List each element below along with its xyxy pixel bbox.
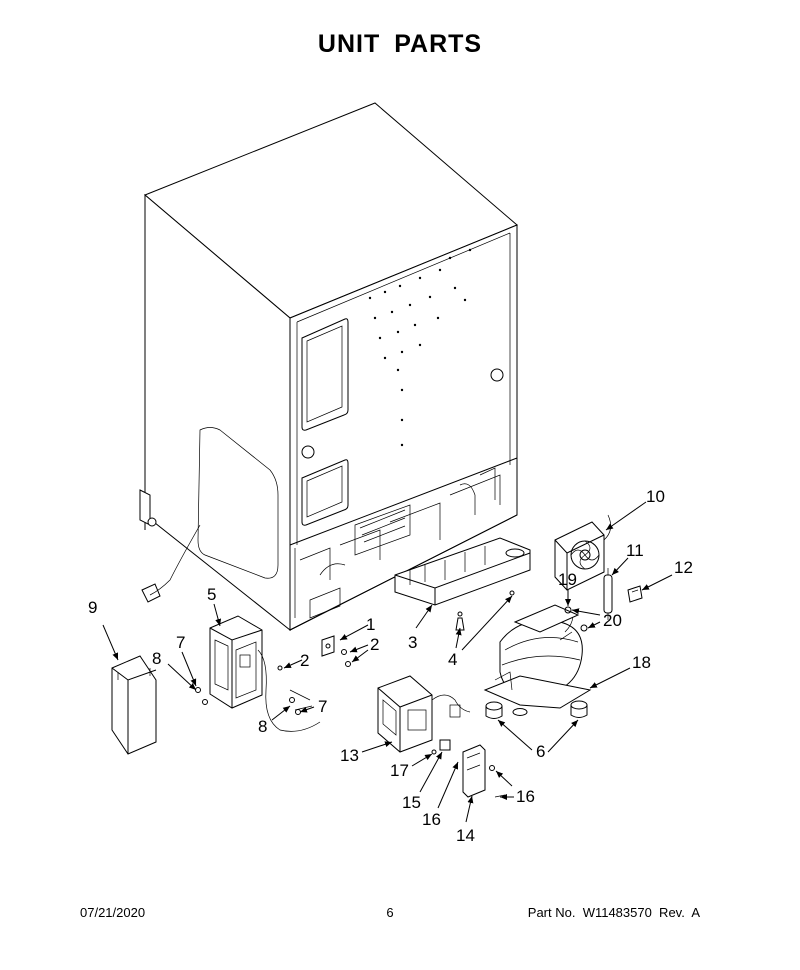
callout-17: 17 bbox=[390, 761, 409, 780]
callout-2-upper: 2 bbox=[300, 651, 309, 670]
callout-3: 3 bbox=[408, 633, 417, 652]
compressor-grommets bbox=[485, 700, 588, 719]
bracket-and-screws bbox=[277, 635, 351, 671]
filter-drier bbox=[603, 568, 613, 620]
callout-10: 10 bbox=[646, 487, 665, 506]
callout-6: 6 bbox=[536, 742, 545, 761]
callout-5: 5 bbox=[207, 585, 216, 604]
control-cover bbox=[111, 655, 157, 755]
start-relay-assembly bbox=[431, 739, 506, 798]
callout-9: 9 bbox=[88, 598, 97, 617]
leader-lines bbox=[102, 501, 673, 823]
compressor-shield bbox=[513, 604, 588, 633]
drain-pan bbox=[394, 537, 531, 606]
footer-part-number: Part No. W11483570 Rev. A bbox=[527, 905, 700, 920]
callout-2-lower: 2 bbox=[370, 635, 379, 654]
callout-8-left: 8 bbox=[152, 649, 161, 668]
footer-page-number: 6 bbox=[386, 905, 394, 920]
electronic-control bbox=[377, 675, 471, 753]
callout-12: 12 bbox=[674, 558, 693, 577]
page-title: UNIT PARTS bbox=[317, 30, 483, 58]
callout-18: 18 bbox=[632, 653, 651, 672]
screws-7-8 bbox=[195, 687, 301, 715]
drain-spout bbox=[455, 590, 515, 631]
callout-8-lower: 8 bbox=[258, 717, 267, 736]
callout-16-lower: 16 bbox=[422, 810, 441, 829]
callout-labels: 1 2 2 3 4 5 6 7 7 8 8 9 10 11 12 13 14 1… bbox=[88, 487, 693, 845]
callout-7-right: 7 bbox=[318, 697, 327, 716]
callout-16-right: 16 bbox=[516, 787, 535, 806]
callout-11: 11 bbox=[626, 541, 644, 560]
footer-date: 07/21/2020 bbox=[80, 905, 146, 920]
control-box bbox=[209, 615, 321, 732]
cabinet bbox=[139, 102, 518, 632]
callout-13: 13 bbox=[340, 746, 359, 765]
drier-clip bbox=[627, 585, 643, 603]
callout-1: 1 bbox=[366, 615, 375, 634]
compressor bbox=[483, 611, 592, 719]
callout-7-left: 7 bbox=[176, 633, 185, 652]
condenser-fan bbox=[554, 514, 612, 591]
callout-19: 19 bbox=[558, 570, 577, 589]
callout-20: 20 bbox=[603, 611, 622, 630]
callout-15: 15 bbox=[402, 793, 421, 812]
callout-14: 14 bbox=[456, 826, 475, 845]
callout-4: 4 bbox=[448, 650, 457, 669]
